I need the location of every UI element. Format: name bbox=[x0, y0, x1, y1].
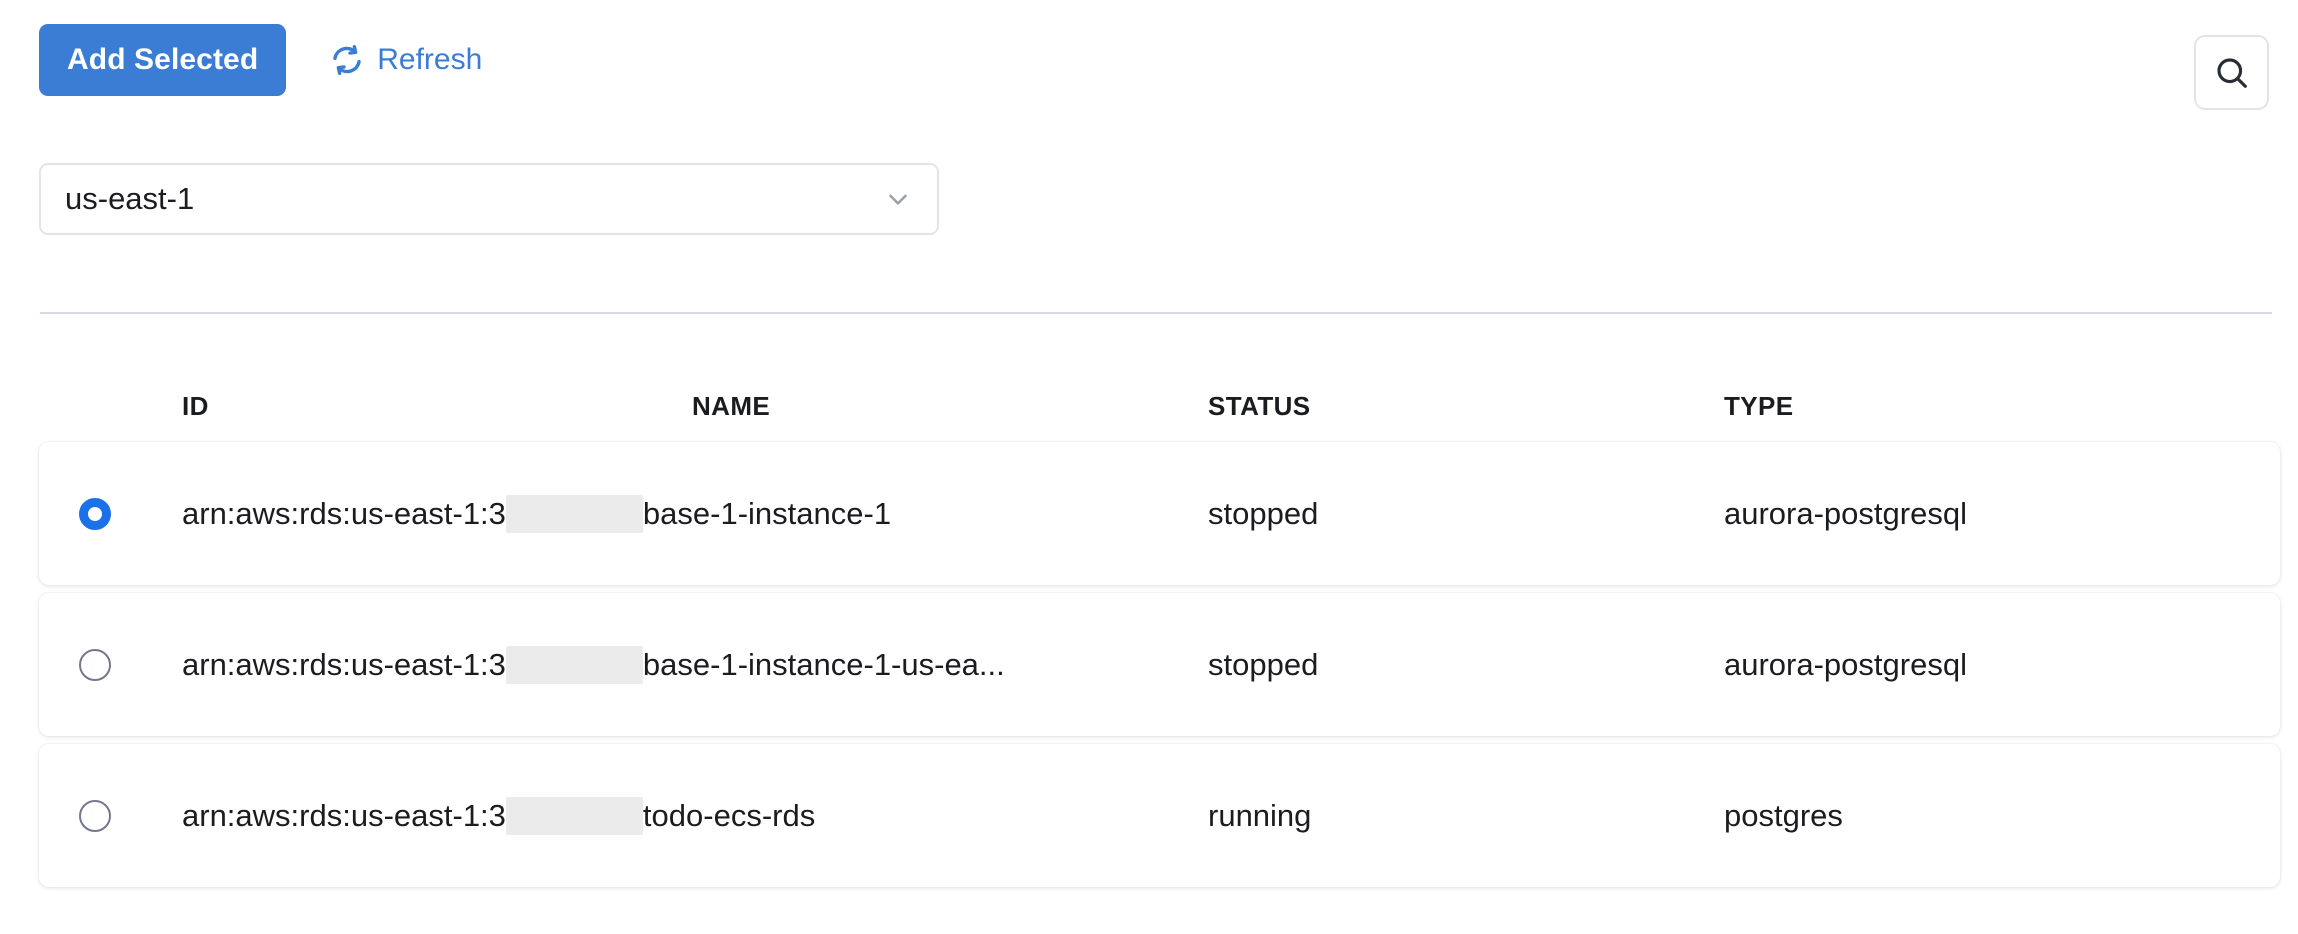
search-button[interactable] bbox=[2194, 35, 2269, 110]
row-status: stopped bbox=[1208, 496, 1724, 532]
add-selected-button[interactable]: Add Selected bbox=[39, 24, 286, 96]
row-radio-button[interactable] bbox=[79, 498, 111, 530]
toolbar: Add Selected Refresh bbox=[0, 0, 2298, 120]
row-radio-button[interactable] bbox=[79, 800, 111, 832]
row-radio-button[interactable] bbox=[79, 649, 111, 681]
table-row[interactable]: arn:aws:rds:us-east-1:3 base-1-instance-1… bbox=[39, 442, 2280, 585]
row-type: aurora-postgresql bbox=[1724, 496, 2262, 532]
row-status: running bbox=[1208, 798, 1724, 834]
table-header-row: ID NAME STATUS TYPE bbox=[0, 380, 2298, 432]
row-arn-prefix: arn:aws:rds:us-east-1:3 bbox=[182, 496, 506, 532]
row-type: aurora-postgresql bbox=[1724, 647, 2262, 683]
column-header-type: TYPE bbox=[1724, 391, 2280, 422]
row-select-cell bbox=[39, 498, 182, 530]
refresh-button[interactable]: Refresh bbox=[330, 43, 482, 77]
table-row[interactable]: arn:aws:rds:us-east-1:3 todo-ecs-rdsrunn… bbox=[39, 744, 2280, 887]
redacted-account-id bbox=[506, 797, 643, 835]
row-arn-prefix: arn:aws:rds:us-east-1:3 bbox=[182, 647, 506, 683]
section-divider bbox=[40, 312, 2272, 314]
row-arn-suffix: base-1-instance-1 bbox=[643, 496, 891, 532]
row-arn-prefix: arn:aws:rds:us-east-1:3 bbox=[182, 798, 506, 834]
table-row[interactable]: arn:aws:rds:us-east-1:3 base-1-instance-1… bbox=[39, 593, 2280, 736]
row-select-cell bbox=[39, 800, 182, 832]
refresh-icon bbox=[330, 43, 364, 77]
row-select-cell bbox=[39, 649, 182, 681]
redacted-account-id bbox=[506, 646, 643, 684]
row-status: stopped bbox=[1208, 647, 1724, 683]
table-body: arn:aws:rds:us-east-1:3 base-1-instance-1… bbox=[0, 442, 2298, 887]
row-arn-cell: arn:aws:rds:us-east-1:3 base-1-instance-1 bbox=[182, 495, 1208, 533]
column-header-status: STATUS bbox=[1208, 391, 1724, 422]
refresh-label: Refresh bbox=[377, 43, 482, 77]
column-header-id: ID bbox=[182, 391, 692, 422]
chevron-down-icon bbox=[883, 184, 913, 214]
region-select[interactable]: us-east-1 bbox=[39, 163, 939, 235]
row-type: postgres bbox=[1724, 798, 2262, 834]
row-arn-cell: arn:aws:rds:us-east-1:3 todo-ecs-rds bbox=[182, 797, 1208, 835]
column-header-name: NAME bbox=[692, 391, 1208, 422]
redacted-account-id bbox=[506, 495, 643, 533]
instances-table: ID NAME STATUS TYPE arn:aws:rds:us-east-… bbox=[0, 380, 2298, 887]
region-select-wrapper: us-east-1 bbox=[39, 163, 939, 235]
row-arn-cell: arn:aws:rds:us-east-1:3 base-1-instance-1… bbox=[182, 646, 1208, 684]
region-select-value: us-east-1 bbox=[65, 181, 883, 217]
row-arn-suffix: base-1-instance-1-us-ea... bbox=[643, 647, 1005, 683]
row-arn-suffix: todo-ecs-rds bbox=[643, 798, 815, 834]
search-icon bbox=[2213, 54, 2251, 92]
